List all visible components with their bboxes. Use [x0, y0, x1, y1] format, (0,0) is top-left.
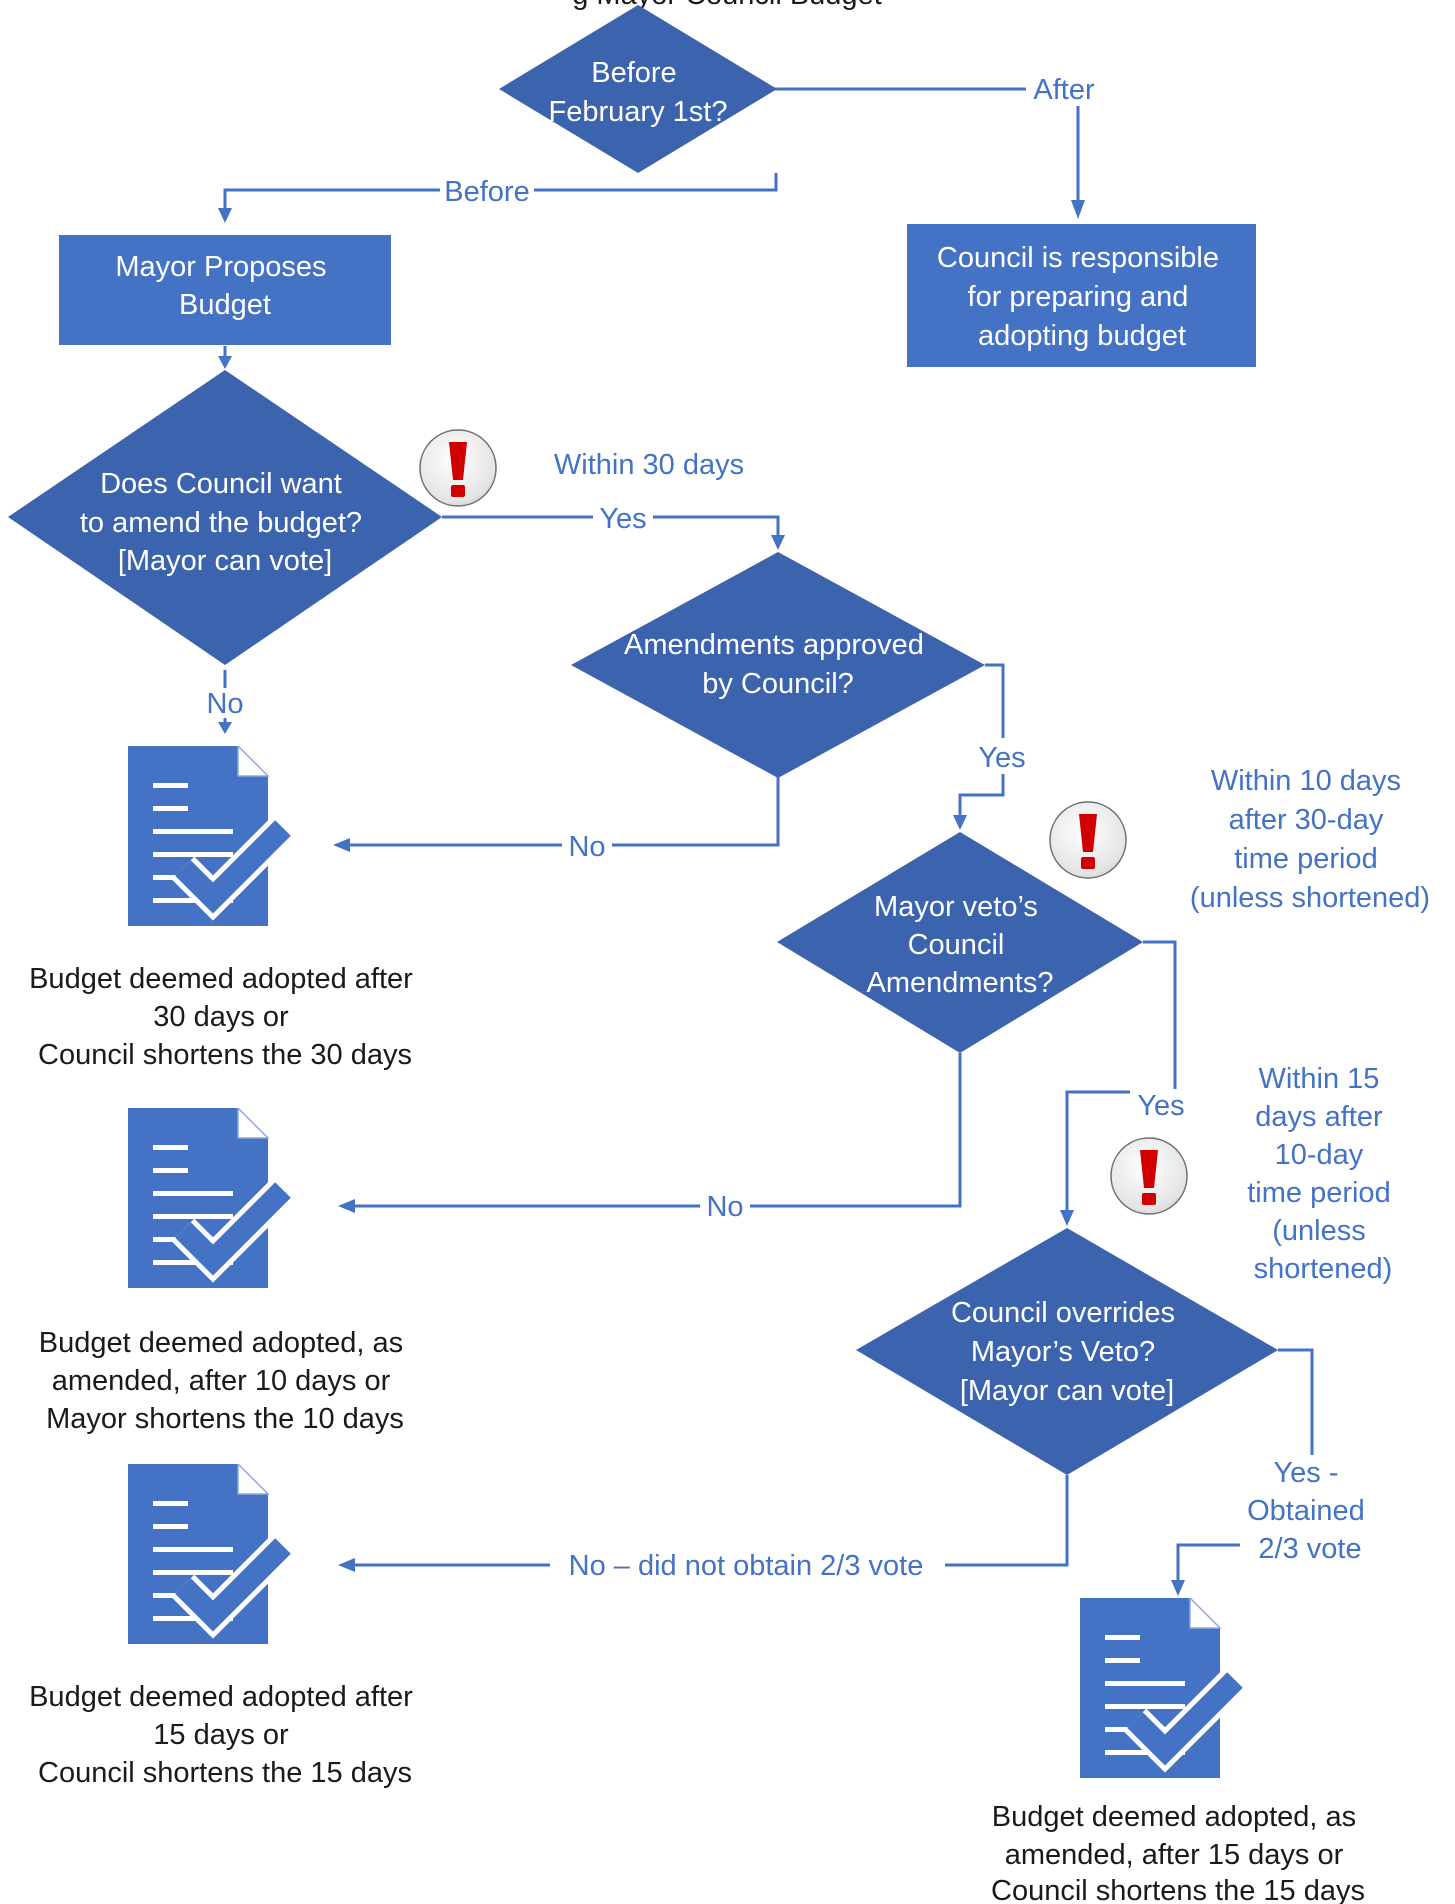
edge-proposes-arrow: [218, 356, 232, 369]
svg-text:Before February 1st?: Before February 1st?: [549, 57, 728, 128]
edge-approved-yes-arrow: [953, 815, 967, 830]
label-approved-yes: Yes: [978, 742, 1025, 774]
svg-text:Budget deemed adopted, as: Budget deemed adopted, as amended, after…: [991, 1801, 1365, 1904]
outcome-adopted-15-days: Budget deemed adopted after 15 days or C…: [29, 1464, 421, 1789]
svg-text:Budget deemed adopted after: Budget deemed adopted after 15 days or C…: [29, 1681, 421, 1789]
label-before: Before: [444, 176, 529, 208]
svg-text:Mayor veto’s Council: Mayor veto’s Council Amendments?: [867, 891, 1054, 999]
edge-override-yes-arrow: [1171, 1580, 1185, 1596]
decision-council-overrides: Council overrides Mayor’s Veto? [Mayor c…: [856, 1228, 1278, 1475]
edge-override-no-arrow: [338, 1558, 355, 1572]
svg-text:Budget deemed adopted after: Budget deemed adopted after 30 days or C…: [29, 963, 421, 1071]
edge-veto-yes-arrow: [1060, 1210, 1074, 1226]
edge-after-arrow: [1071, 200, 1085, 219]
outcome-adopted-amended-10-days: Budget deemed adopted, as amended, after…: [39, 1108, 411, 1435]
document-check-icon: [128, 1464, 283, 1644]
decision-council-amend: Does Council want to amend the budget? […: [8, 370, 442, 665]
svg-text:Mayor Proposes Budget: Mayor Proposes Budget: [115, 251, 334, 321]
alert-10-icon: [1049, 801, 1127, 879]
edge-veto-no-arrow: [338, 1199, 355, 1213]
label-approved-no: No: [568, 831, 605, 863]
edge-amend-no-arrow: [218, 722, 232, 734]
note-within-10-days: Within 10 days after 30-day time period …: [1190, 765, 1430, 914]
edge-labels: After Before Yes No Yes No Yes No No – d…: [206, 70, 1382, 1583]
label-amend-yes: Yes: [599, 503, 646, 535]
outcome-adopted-amended-15-days: Budget deemed adopted, as amended, after…: [991, 1598, 1365, 1904]
edge-before-arrow: [218, 208, 232, 223]
edge-amend-yes-arrow: [771, 535, 785, 550]
svg-text:Does Council want to ame: Does Council want to amend the budget? […: [80, 468, 370, 577]
label-override-no: No – did not obtain 2/3 vote: [569, 1550, 924, 1582]
label-after: After: [1033, 74, 1095, 106]
document-check-icon: [128, 746, 283, 926]
svg-text:Council is responsible f: Council is responsible for preparing and…: [937, 242, 1227, 352]
box-mayor-proposes-budget: Mayor Proposes Budget: [59, 235, 391, 345]
label-override-yes: Yes - Obtained 2/3 vote: [1247, 1457, 1373, 1565]
svg-text:Budget deemed adopted, as: Budget deemed adopted, as amended, after…: [39, 1327, 411, 1435]
decision-mayor-veto: Mayor veto’s Council Amendments?: [777, 832, 1143, 1053]
label-amend-no: No: [206, 688, 243, 720]
box-council-responsible: Council is responsible for preparing and…: [907, 224, 1256, 367]
svg-text:Council overrides Mayor’: Council overrides Mayor’s Veto? [Mayor c…: [951, 1297, 1183, 1407]
label-veto-no: No: [706, 1191, 743, 1223]
alert-30-icon: [419, 429, 497, 507]
note-within-15-days: Within 15 days after 10-day time period …: [1247, 1063, 1399, 1285]
decision-before-feb: Before February 1st?: [499, 5, 777, 173]
edge-approved-yes: [958, 663, 1005, 815]
label-veto-yes: Yes: [1137, 1090, 1184, 1122]
document-check-icon: [128, 1108, 283, 1288]
svg-text:Amendments approved by C: Amendments approved by Council?: [624, 629, 932, 700]
page-title-fragment: g Mayor Council Budget: [572, 0, 882, 11]
note-within-30-days: Within 30 days: [554, 449, 744, 481]
decision-amendments-approved: Amendments approved by Council?: [571, 552, 985, 778]
outcome-adopted-30-days: Budget deemed adopted after 30 days or C…: [29, 746, 421, 1071]
edge-approved-no-arrow: [333, 838, 350, 852]
edge-approved-no: [350, 775, 780, 847]
alert-15-icon: [1110, 1137, 1188, 1215]
document-check-icon: [1080, 1598, 1235, 1778]
edge-amend-yes: [442, 515, 780, 535]
edge-veto-no: [355, 1053, 962, 1208]
